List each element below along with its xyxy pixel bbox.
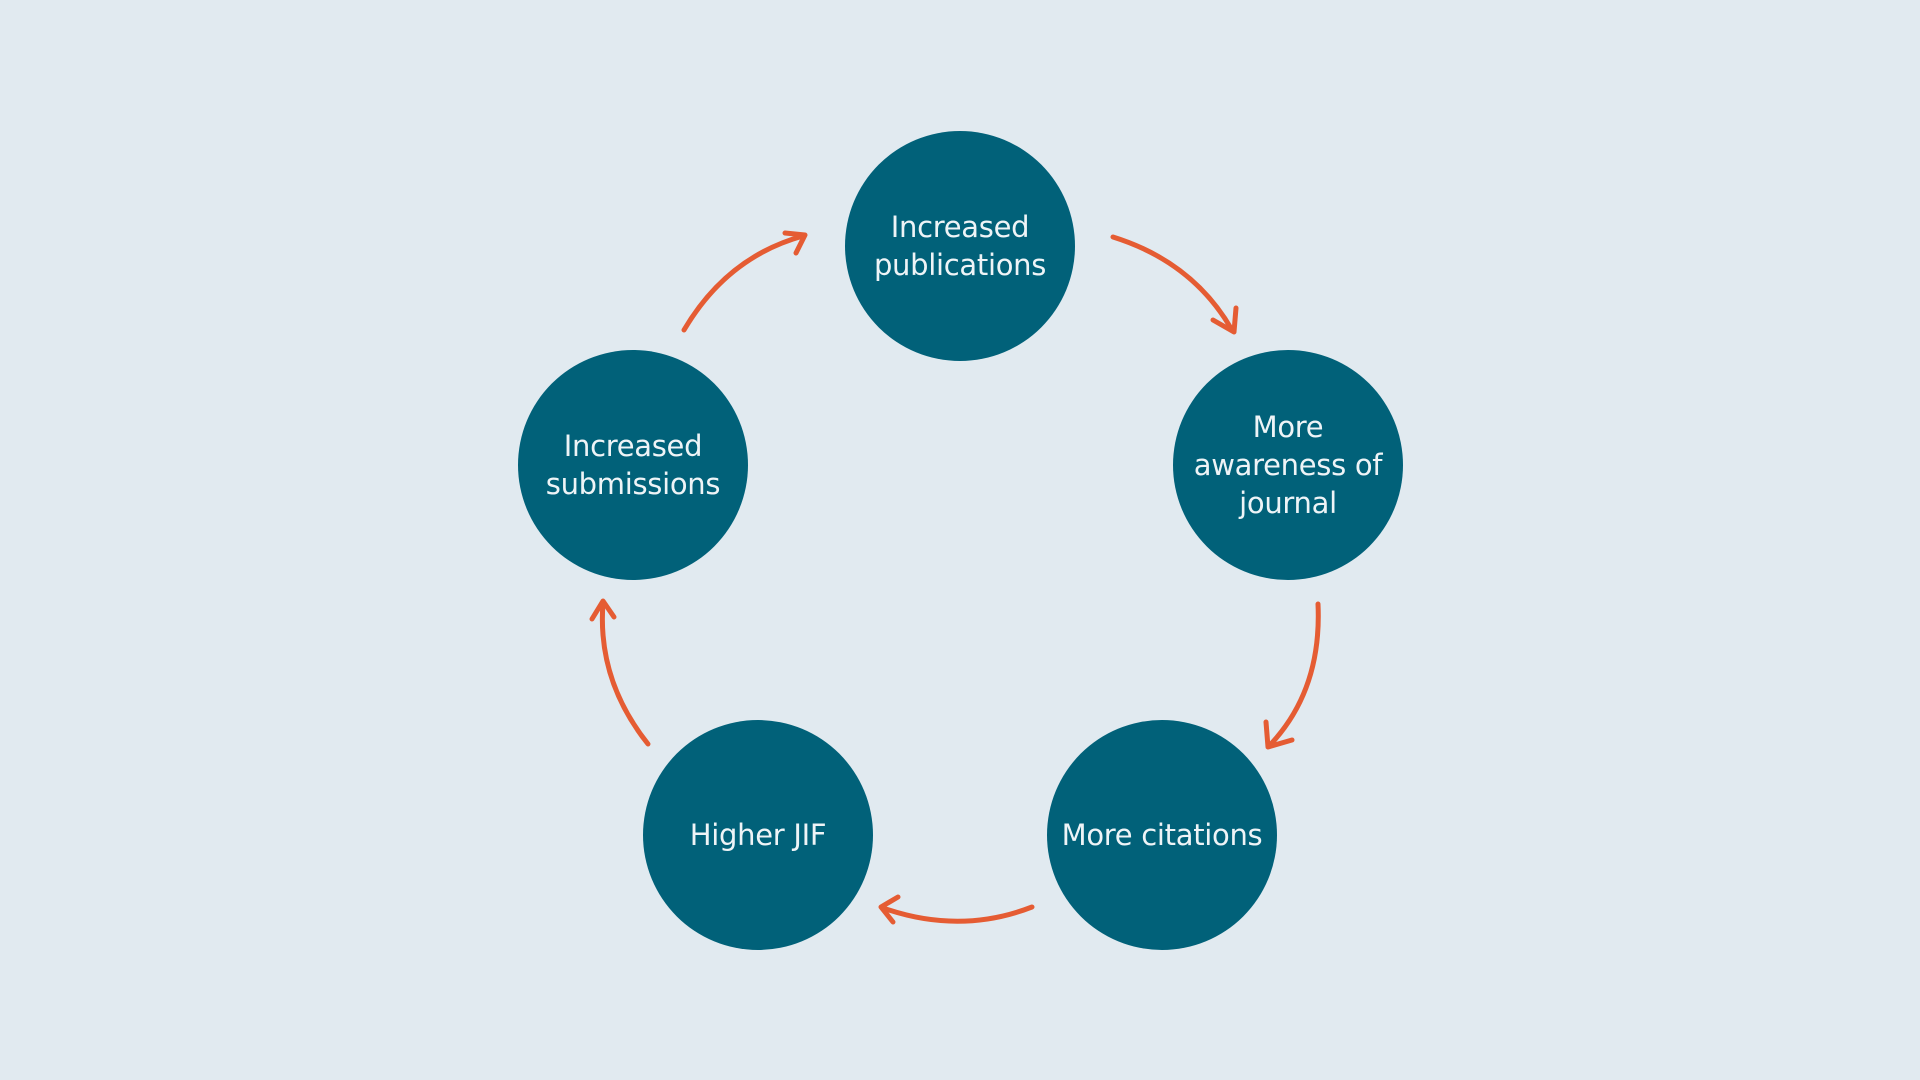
arrow-jif-to-submissions — [599, 600, 651, 747]
node-label-more-awareness: More awareness of journal — [1193, 410, 1383, 520]
arrowhead-citations-to-jif — [878, 894, 901, 925]
arrow-submissions-to-publications — [681, 233, 806, 333]
node-higher-jif: Higher JIF — [643, 720, 873, 950]
arrow-publications-to-awareness — [1110, 234, 1235, 333]
arrowhead-submissions-to-publications — [782, 230, 808, 256]
node-label-increased-submissions: Increased submissions — [545, 429, 721, 501]
node-more-citations: More citations — [1047, 720, 1277, 950]
arrowhead-publications-to-awareness — [1210, 305, 1239, 335]
node-label-more-citations: More citations — [1061, 818, 1263, 852]
node-increased-publications: Increased publications — [845, 131, 1075, 361]
node-label-increased-publications: Increased publications — [873, 210, 1047, 282]
node-increased-submissions: Increased submissions — [518, 350, 748, 580]
node-more-awareness: More awareness of journal — [1173, 350, 1403, 580]
arrowhead-awareness-to-citations — [1263, 719, 1295, 750]
arrow-citations-to-jif — [880, 904, 1035, 924]
node-label-higher-jif: Higher JIF — [689, 818, 827, 852]
arrowhead-jif-to-submissions — [589, 598, 617, 622]
arrow-awareness-to-citations — [1267, 601, 1321, 748]
